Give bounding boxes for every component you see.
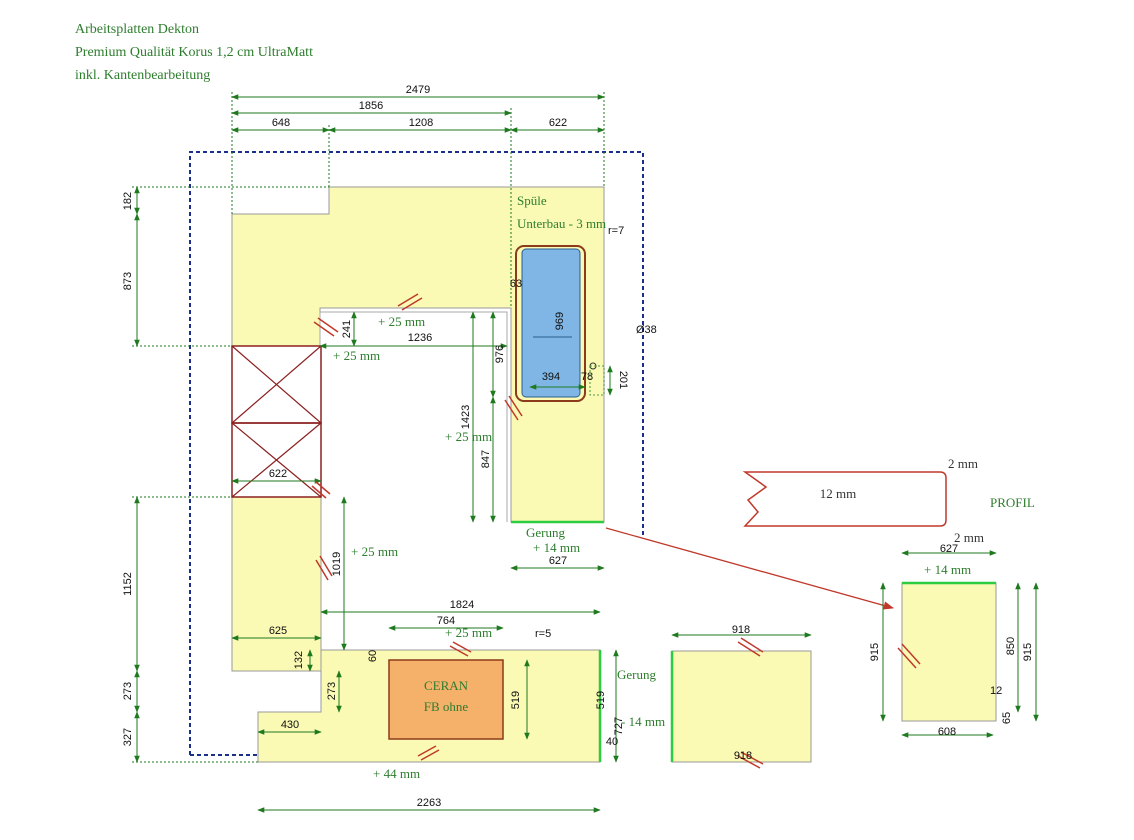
dim-1856: 1856 <box>359 100 383 112</box>
ceran-cooktop <box>388 659 504 740</box>
ceran-label: CERAN <box>424 678 469 693</box>
miter-label-sink: Gerung <box>526 525 565 540</box>
dim-182: 182 <box>122 192 134 210</box>
piece-627-small-12: 12 <box>990 685 1002 697</box>
dim-1019: 1019 <box>331 552 343 576</box>
profile-thickness: 12 mm <box>820 486 856 501</box>
dim-625: 625 <box>269 625 287 637</box>
tap-diameter: Ø38 <box>636 324 657 336</box>
miter-label-bottom: Gerung <box>617 667 656 682</box>
dim-519-ceran: 519 <box>510 691 522 709</box>
tall-cabinet-lower <box>231 422 322 498</box>
addition-inner: + 25 mm <box>445 429 492 444</box>
dim-78: 78 <box>581 371 593 383</box>
dim-132: 132 <box>293 651 305 669</box>
addition-left: + 25 mm <box>333 348 380 363</box>
slab-left <box>231 496 322 672</box>
dim-976: 976 <box>494 345 506 363</box>
sink-radius: r=7 <box>608 225 624 237</box>
profile-edge: 2 mm <box>948 456 978 471</box>
piece-918-bottom: 918 <box>734 750 752 762</box>
addition-sink-bottom: + 14 mm <box>533 540 580 555</box>
profile-label: PROFIL <box>990 495 1035 510</box>
cabinet-outline <box>189 151 644 755</box>
addition-lower-left: + 25 mm <box>351 544 398 559</box>
dim-1423: 1423 <box>460 405 472 429</box>
dim-60: 60 <box>367 650 379 662</box>
dim-969: 969 <box>554 312 566 330</box>
dim-1152: 1152 <box>122 572 134 596</box>
piece-627-right-850: 850 <box>1005 637 1017 655</box>
profile-section <box>742 471 947 527</box>
sink-label: Spüle <box>517 193 547 208</box>
header-line-1: Arbeitsplatten Dekton <box>75 22 200 37</box>
piece-918 <box>671 650 812 763</box>
addition-bottom: + 44 mm <box>373 766 420 781</box>
dim-873: 873 <box>122 272 134 290</box>
piece-627-right-915: 915 <box>1022 643 1034 661</box>
dim-394: 394 <box>542 371 560 383</box>
dim-1208: 1208 <box>409 117 433 129</box>
dim-622-top: 622 <box>549 117 567 129</box>
slab-inner-edge <box>319 311 508 522</box>
dim-241: 241 <box>341 320 353 338</box>
dim-40: 40 <box>606 736 618 748</box>
dim-519-edge: 519 <box>595 691 607 709</box>
dim-1236: 1236 <box>408 332 432 344</box>
dim-847: 847 <box>480 450 492 468</box>
ceran-sublabel: FB ohne <box>424 699 469 714</box>
ceran-radius: r=5 <box>535 628 551 640</box>
piece-627-edge: 2 mm <box>954 530 984 545</box>
piece-627-top: 627 <box>940 543 958 555</box>
piece-918-top: 918 <box>732 624 750 636</box>
sink-basin <box>521 248 581 398</box>
piece-627 <box>901 582 997 722</box>
dim-430: 430 <box>281 719 299 731</box>
dim-201: 201 <box>617 371 629 389</box>
piece-627-bottom: 608 <box>938 726 956 738</box>
dim-327: 327 <box>122 728 134 746</box>
transfer-arrow <box>605 527 895 610</box>
piece-627-addition: + 14 mm <box>924 562 971 577</box>
addition-ceran: + 25 mm <box>445 625 492 640</box>
dim-273-left: 273 <box>122 682 134 700</box>
dim-2263: 2263 <box>417 797 441 809</box>
dim-63: 63 <box>510 278 522 290</box>
dim-727: 727 <box>613 717 625 735</box>
addition-top: + 25 mm <box>378 314 425 329</box>
dim-648: 648 <box>272 117 290 129</box>
sink-basin-outer <box>515 245 586 402</box>
header-line-2: Premium Qualität Korus 1,2 cm UltraMatt <box>75 45 313 60</box>
sink-undermount-label: Unterbau - 3 mm <box>517 216 606 231</box>
dim-1824: 1824 <box>450 599 474 611</box>
reduction-right: - 14 mm <box>621 714 665 729</box>
dim-622-cabinet: 622 <box>269 468 287 480</box>
dim-2479: 2479 <box>406 84 430 96</box>
header-line-3: inkl. Kantenbearbeitung <box>75 68 211 83</box>
dim-273-inner: 273 <box>326 682 338 700</box>
piece-627-left: 915 <box>869 643 881 661</box>
dim-627-sink: 627 <box>549 555 567 567</box>
dim-764: 764 <box>437 615 455 627</box>
piece-627-small-65: 65 <box>1001 712 1013 724</box>
